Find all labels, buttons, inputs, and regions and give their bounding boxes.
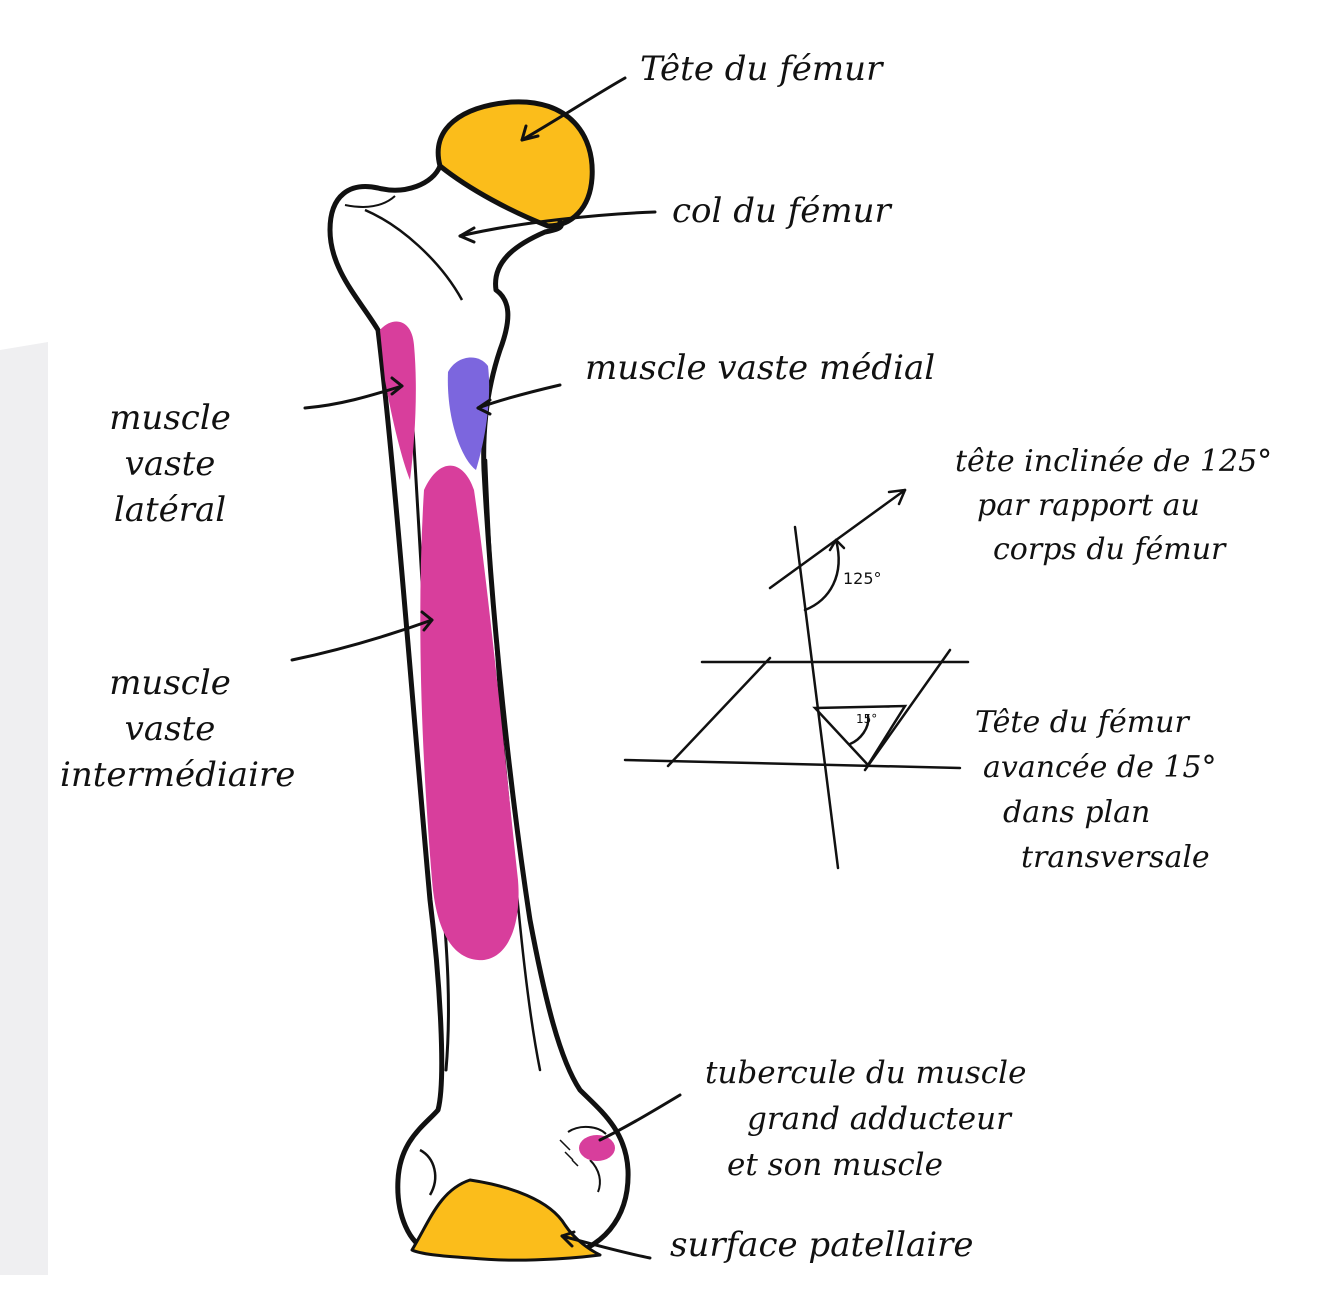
condyle-line [419, 1148, 437, 1196]
adductor-tubercle-hatch [559, 1139, 579, 1167]
vastus-lateralis-leader [303, 384, 404, 410]
vastus-lateralis-leader-arrow [390, 376, 404, 396]
vastus-intermedius-line-1: muscle [109, 663, 231, 703]
vastus-intermedius-line-2: vaste [124, 709, 216, 749]
transverse-plane-line-bottom [623, 758, 962, 770]
femoral-neck-text: col du fémur [672, 191, 891, 231]
head-leader-arrow [520, 124, 540, 142]
femoral-neck-label: col du fémur [672, 188, 891, 234]
adductor-leader [598, 1093, 682, 1142]
neck-leader [458, 210, 657, 238]
patellar-leader [560, 1234, 652, 1260]
adductor-tubercle-outline [567, 1126, 607, 1135]
inclination-angle-arc [803, 538, 840, 612]
trochanter-line [344, 195, 396, 208]
transverse-plane-edge-right [863, 648, 952, 772]
paper-edge-shadow [0, 342, 48, 1275]
inclination-neck-arrowhead [887, 488, 907, 506]
vastus-intermedius-label: muscle vaste intermédiaire [60, 660, 296, 798]
condyle-line-lateral [589, 1159, 601, 1193]
adductor-tubercle-line-2: grand adducteur [747, 1101, 1011, 1137]
anteversion-arc [848, 714, 870, 746]
vastus-medialis-leader-arrow [476, 398, 492, 416]
patellar-surface-area [410, 1178, 602, 1262]
anteversion-sketch [623, 648, 970, 772]
vastus-intermedius-leader-arrow [420, 610, 434, 632]
inclination-note-line-2: par rapport au [977, 488, 1200, 523]
femoral-head [435, 99, 595, 229]
anteversion-note-line-1: Tête du fémur [975, 705, 1189, 740]
anteversion-angle-value: 15° [856, 712, 877, 726]
patellar-surface-text: surface patellaire [670, 1225, 974, 1265]
head-leader [520, 76, 627, 142]
anteversion-note-line-2: avancée de 15° [983, 750, 1217, 785]
vastus-intermedius-line-3: intermédiaire [60, 755, 296, 795]
vastus-lateralis-line-2: vaste [124, 444, 216, 484]
vastus-lateralis-line-1: muscle [109, 398, 231, 438]
neck-leader-arrow [458, 226, 476, 244]
vastus-intermedius-leader [290, 618, 434, 662]
inclination-note: tête inclinée de 125° par rapport au cor… [955, 440, 1272, 572]
inclination-note-line-1: tête inclinée de 125° [955, 444, 1273, 479]
femoral-head-label: Tête du fémur [640, 46, 882, 92]
vastus-lateralis-line-3: latéral [113, 490, 227, 530]
adductor-tubercle-line-1: tubercule du muscle [705, 1055, 1027, 1091]
anteversion-triangle [812, 704, 908, 768]
vastus-medialis-leader [476, 383, 562, 410]
anteversion-note-line-3: dans plan [1003, 795, 1151, 830]
vastus-lateralis-label: muscle vaste latéral [95, 395, 245, 533]
adductor-tubercle-label: tubercule du muscle grand adducteur et s… [705, 1050, 1026, 1188]
vastus-medialis-label: muscle vaste médial [585, 345, 935, 391]
vastus-intermedius-area [420, 465, 519, 961]
anteversion-note-line-4: transversale [1021, 840, 1210, 875]
inclination-sketch [768, 488, 907, 870]
anteversion-note: Tête du fémur avancée de 15° dans plan t… [975, 700, 1217, 880]
adductor-tubercle-area [579, 1135, 615, 1161]
inclination-note-line-3: corps du fémur [993, 532, 1226, 567]
patellar-surface-label: surface patellaire [670, 1222, 974, 1268]
vastus-medialis-area [447, 357, 490, 470]
femoral-head-text: Tête du fémur [640, 49, 883, 89]
inclination-angle-value: 125° [843, 569, 882, 588]
intertrochanteric-line [364, 208, 464, 301]
vastus-medialis-text: muscle vaste médial [585, 348, 936, 388]
patellar-leader-arrow [560, 1230, 576, 1248]
inclination-arc-arrowhead [828, 538, 846, 552]
vastus-lateralis-area [380, 321, 416, 480]
inclination-neck-axis [768, 488, 907, 590]
adductor-tubercle-line-3: et son muscle [727, 1147, 943, 1183]
inclination-shaft-axis [793, 525, 840, 870]
transverse-plane-edge-left [666, 656, 772, 768]
